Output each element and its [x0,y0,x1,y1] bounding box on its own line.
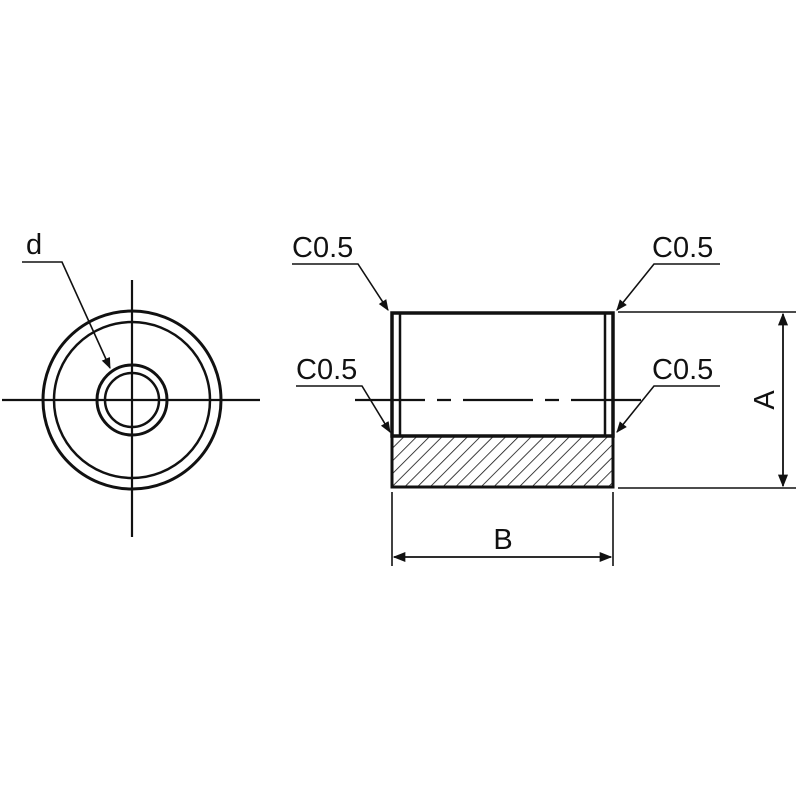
bore-diameter-label: d [26,229,42,261]
bore-circle [103,371,161,429]
section-hatch [392,436,613,487]
height-dimension-label: A [749,390,781,410]
front-view: d [2,229,260,537]
chamfer-bottom-right-leader [616,385,720,433]
chamfer-bottom-left-label: C0.5 [296,354,357,386]
side-view-outline [390,311,615,438]
chamfer-top-left-label: C0.5 [292,232,353,264]
outer-chamfer-circle [52,320,212,480]
bore-chamfer-circle [95,363,169,437]
outer-circle [41,309,223,491]
side-view: C0.5 C0.5 C0.5 C0.5 A B [292,232,796,566]
chamfer-top-right-label: C0.5 [652,232,713,264]
chamfer-bottom-right-label: C0.5 [652,354,713,386]
width-dimension-label: B [493,524,512,556]
chamfer-top-left-leader [292,263,389,311]
chamfer-bottom-left-leader [296,385,391,433]
bore-diameter-leader [22,261,111,370]
chamfer-top-right-leader [616,263,720,311]
